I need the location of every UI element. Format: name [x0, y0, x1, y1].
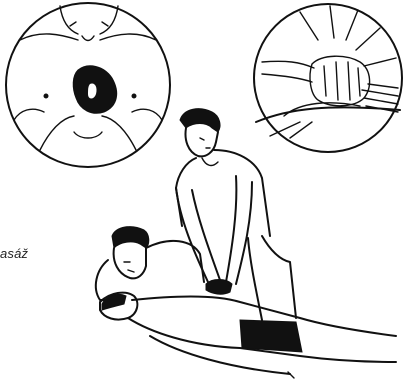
- compressing-rescuer: [176, 109, 296, 320]
- ventilating-rescuer: [96, 227, 204, 300]
- chest-compression-point-icon: [6, 3, 170, 167]
- casualty: [100, 293, 396, 378]
- interlocked-hands-icon: [254, 4, 402, 152]
- caption-text: asáž: [0, 246, 28, 261]
